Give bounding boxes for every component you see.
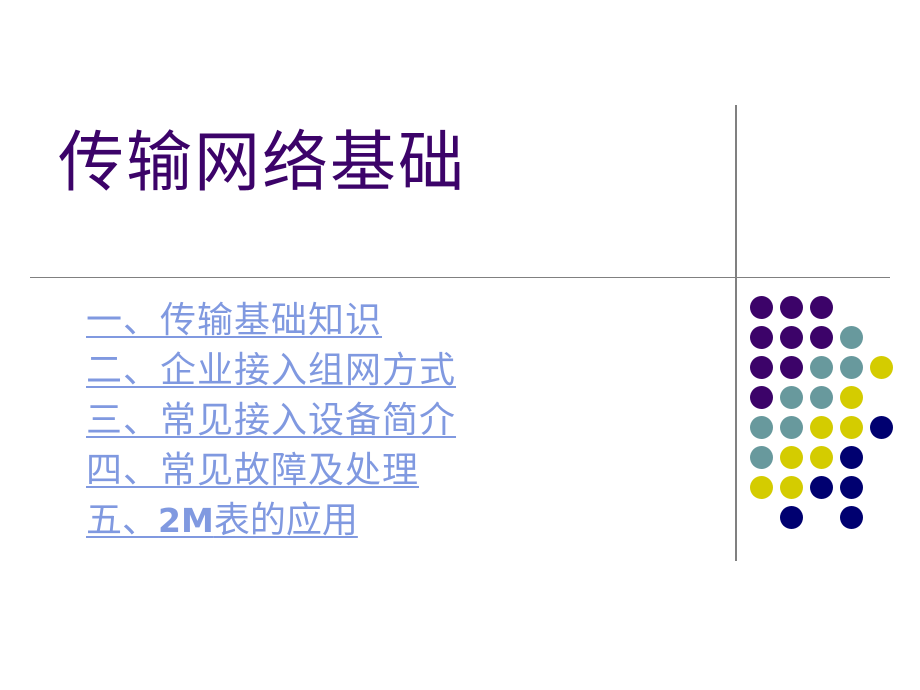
outline-item-4-label: 四、常见故障及处理	[86, 450, 420, 491]
dot-grid-row	[750, 446, 910, 476]
dot-purple	[750, 326, 773, 349]
outline-list: 一、传输基础知识 二、企业接入组网方式 三、常见接入设备简介 四、常见故障及处理…	[86, 296, 686, 546]
dot-teal	[810, 356, 833, 379]
dot-empty	[870, 446, 893, 469]
dot-yellow	[780, 476, 803, 499]
dot-empty	[870, 326, 893, 349]
outline-item-5-rest: 表的应用	[213, 500, 358, 541]
outline-item-5-label: 五、2M表的应用	[86, 500, 358, 541]
outline-item-5-bold-token: 2M	[158, 501, 214, 540]
dot-yellow	[840, 386, 863, 409]
outline-item-2-label: 二、企业接入组网方式	[86, 350, 457, 391]
dot-grid-row	[750, 386, 910, 416]
decorative-dot-grid	[750, 296, 910, 546]
dot-grid-row	[750, 296, 910, 326]
outline-item-2[interactable]: 二、企业接入组网方式	[86, 346, 686, 396]
dot-purple	[780, 356, 803, 379]
dot-purple	[810, 296, 833, 319]
dot-navy	[840, 476, 863, 499]
dot-teal	[750, 416, 773, 439]
dot-yellow	[870, 356, 893, 379]
dot-purple	[750, 296, 773, 319]
dot-empty	[810, 506, 833, 529]
horizontal-divider-line	[30, 277, 890, 278]
dot-yellow	[750, 476, 773, 499]
vertical-divider-line	[735, 105, 737, 561]
dot-yellow	[810, 446, 833, 469]
dot-purple	[780, 296, 803, 319]
dot-purple	[780, 326, 803, 349]
dot-yellow	[810, 416, 833, 439]
outline-item-1[interactable]: 一、传输基础知识	[86, 296, 686, 346]
dot-teal	[780, 386, 803, 409]
dot-purple	[750, 356, 773, 379]
dot-empty	[840, 296, 863, 319]
dot-navy	[780, 506, 803, 529]
dot-navy	[840, 446, 863, 469]
slide-title: 传输网络基础	[58, 124, 466, 201]
dot-empty	[870, 476, 893, 499]
dot-empty	[870, 386, 893, 409]
dot-navy	[810, 476, 833, 499]
outline-item-5[interactable]: 五、2M表的应用	[86, 496, 686, 546]
dot-grid-row	[750, 506, 910, 536]
outline-item-5-marker: 五、	[86, 500, 159, 541]
dot-grid-row	[750, 416, 910, 446]
outline-item-3-label: 三、常见接入设备简介	[86, 400, 457, 441]
dot-grid-row	[750, 326, 910, 356]
dot-grid-row	[750, 476, 910, 506]
dot-navy	[870, 416, 893, 439]
dot-teal	[750, 446, 773, 469]
dot-empty	[750, 506, 773, 529]
dot-purple	[810, 326, 833, 349]
dot-yellow	[840, 416, 863, 439]
dot-teal	[810, 386, 833, 409]
dot-teal	[840, 356, 863, 379]
outline-item-4[interactable]: 四、常见故障及处理	[86, 446, 686, 496]
outline-item-1-label: 一、传输基础知识	[86, 300, 383, 341]
dot-empty	[870, 296, 893, 319]
dot-teal	[840, 326, 863, 349]
dot-grid-row	[750, 356, 910, 386]
outline-item-3[interactable]: 三、常见接入设备简介	[86, 396, 686, 446]
dot-purple	[750, 386, 773, 409]
dot-teal	[780, 416, 803, 439]
dot-empty	[870, 506, 893, 529]
dot-navy	[840, 506, 863, 529]
dot-yellow	[780, 446, 803, 469]
